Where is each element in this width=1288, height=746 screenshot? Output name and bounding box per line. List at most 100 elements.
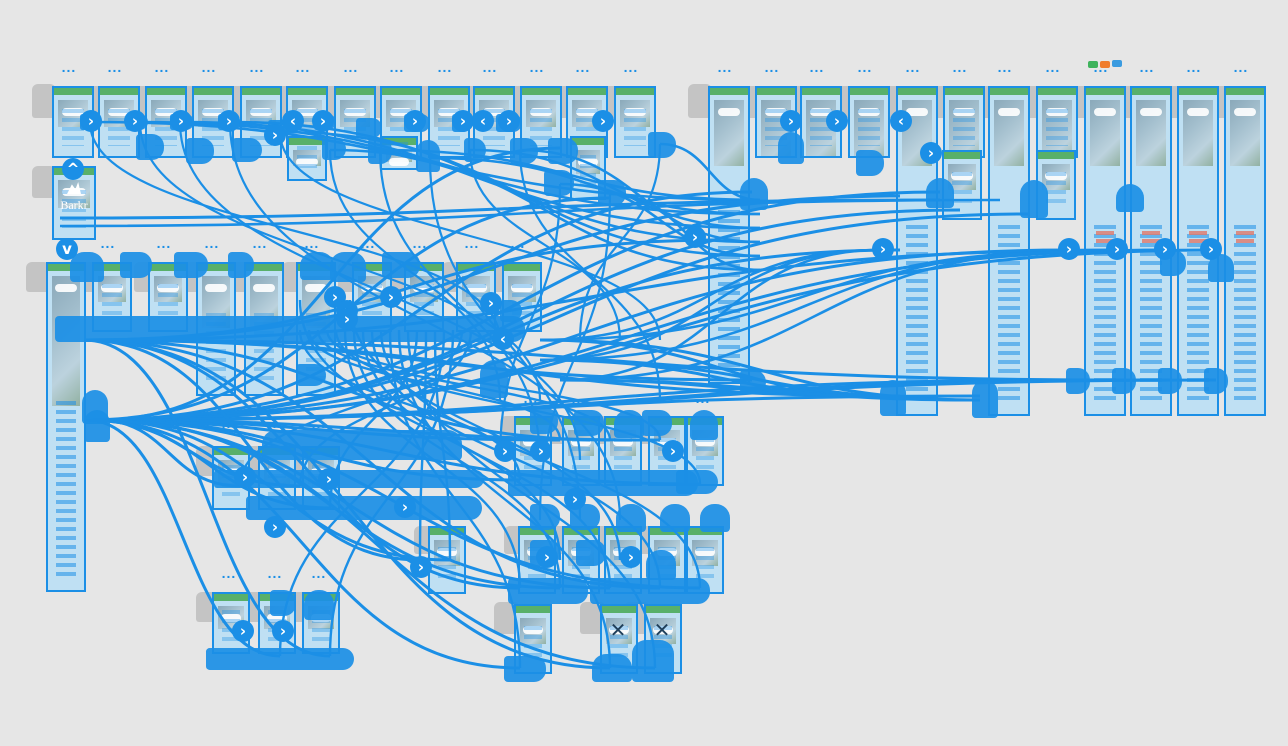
next-arrow-icon[interactable]: › [592, 110, 614, 132]
hotspot-connector[interactable] [508, 578, 588, 604]
next-arrow-icon[interactable]: › [1106, 238, 1128, 260]
frame-menu-ellipsis[interactable]: ... [311, 415, 327, 431]
hotspot-connector[interactable] [642, 410, 672, 436]
frame-menu-ellipsis[interactable]: ... [809, 59, 825, 75]
onboarding-sub-screen[interactable] [287, 136, 327, 181]
frame-menu-ellipsis[interactable]: ... [464, 235, 480, 251]
frame-menu-ellipsis[interactable]: ... [510, 235, 526, 251]
frame-menu-ellipsis[interactable]: ... [857, 59, 873, 75]
hotspot-connector[interactable] [548, 138, 578, 164]
hotspot-connector[interactable] [368, 138, 392, 164]
hotspot-connector[interactable] [186, 138, 214, 164]
frame-menu-ellipsis[interactable]: ... [613, 390, 629, 406]
hotspot-connector[interactable] [616, 504, 646, 532]
frame-menu-ellipsis[interactable]: ... [1139, 59, 1155, 75]
hotspot-connector[interactable] [84, 410, 110, 442]
close-icon[interactable]: ✕ [653, 618, 671, 642]
next-arrow-icon[interactable]: › [218, 110, 240, 132]
hotspot-connector[interactable] [926, 178, 954, 208]
hotspot-connector[interactable] [1204, 368, 1228, 394]
hotspot-connector[interactable] [262, 430, 462, 460]
frame-menu-ellipsis[interactable]: ... [204, 235, 220, 251]
next-arrow-icon[interactable]: › [536, 546, 558, 568]
next-arrow-icon[interactable]: › [530, 440, 552, 462]
next-arrow-icon[interactable]: › [480, 292, 502, 314]
next-arrow-icon[interactable]: › [272, 620, 294, 642]
hotspot-connector[interactable] [1020, 180, 1048, 218]
hotspot-connector[interactable] [55, 316, 525, 342]
next-arrow-icon[interactable]: › [336, 308, 358, 330]
hotspot-connector[interactable] [480, 360, 508, 398]
frame-menu-ellipsis[interactable]: ... [201, 59, 217, 75]
hotspot-connector[interactable] [246, 496, 482, 520]
next-arrow-icon[interactable]: › [234, 466, 256, 488]
frame-menu-ellipsis[interactable]: ... [107, 59, 123, 75]
next-arrow-icon[interactable]: › [872, 238, 894, 260]
hotspot-connector[interactable] [598, 180, 626, 206]
hotspot-connector[interactable] [544, 170, 574, 196]
frame-menu-ellipsis[interactable]: ... [412, 235, 428, 251]
hotspot-connector[interactable] [1112, 368, 1136, 394]
frame-menu-ellipsis[interactable]: ... [221, 415, 237, 431]
next-arrow-icon[interactable]: › [264, 124, 286, 146]
next-arrow-icon[interactable]: › [232, 620, 254, 642]
back-arrow-icon[interactable]: ‹ [890, 110, 912, 132]
frame-menu-ellipsis[interactable]: ... [437, 59, 453, 75]
frame-menu-ellipsis[interactable]: ... [267, 565, 283, 581]
hotspot-connector[interactable] [530, 408, 558, 434]
hotspot-connector[interactable] [648, 132, 676, 158]
frame-menu-ellipsis[interactable]: ... [252, 235, 268, 251]
next-arrow-icon[interactable]: › [662, 440, 684, 462]
hotspot-connector[interactable] [880, 380, 906, 416]
next-arrow-icon[interactable]: › [780, 110, 802, 132]
next-arrow-icon[interactable]: › [410, 556, 432, 578]
next-arrow-icon[interactable]: › [494, 440, 516, 462]
hotspot-connector[interactable] [1116, 184, 1144, 212]
back-arrow-icon[interactable]: ‹ [282, 110, 304, 132]
hotspot-connector[interactable] [228, 252, 254, 278]
hotspot-connector[interactable] [214, 470, 484, 488]
hotspot-connector[interactable] [322, 138, 346, 160]
chevron-up-icon[interactable]: ^ [62, 158, 84, 180]
frame-menu-ellipsis[interactable]: ... [389, 59, 405, 75]
hotspot-connector[interactable] [690, 410, 718, 440]
hotspot-connector[interactable] [660, 504, 690, 532]
hotspot-connector[interactable] [508, 470, 698, 496]
frame-menu-ellipsis[interactable]: ... [295, 59, 311, 75]
next-arrow-icon[interactable]: › [318, 468, 340, 490]
orange-badge[interactable] [1100, 61, 1110, 68]
hotspot-connector[interactable] [646, 550, 676, 580]
frame-menu-ellipsis[interactable]: ... [695, 390, 711, 406]
next-arrow-icon[interactable]: › [498, 110, 520, 132]
frame-menu-ellipsis[interactable]: ... [267, 415, 283, 431]
hotspot-connector[interactable] [778, 132, 804, 164]
next-arrow-icon[interactable]: › [380, 286, 402, 308]
frame-menu-ellipsis[interactable]: ... [343, 59, 359, 75]
frame-menu-ellipsis[interactable]: ... [311, 565, 327, 581]
next-arrow-icon[interactable]: › [920, 142, 942, 164]
hotspot-connector[interactable] [416, 140, 440, 172]
blue-badge[interactable] [1112, 60, 1122, 67]
frame-menu-ellipsis[interactable]: ... [100, 235, 116, 251]
hotspot-connector[interactable] [574, 410, 604, 436]
chat-screen[interactable] [848, 86, 890, 158]
hotspot-connector[interactable] [304, 590, 334, 620]
next-arrow-icon[interactable]: › [124, 110, 146, 132]
frame-menu-ellipsis[interactable]: ... [529, 59, 545, 75]
frame-menu-ellipsis[interactable]: ... [523, 390, 539, 406]
hotspot-connector[interactable] [856, 150, 884, 176]
hotspot-connector[interactable] [500, 300, 522, 322]
hotspot-connector[interactable] [504, 656, 546, 682]
hotspot-connector[interactable] [632, 640, 674, 682]
chevron-down-icon[interactable]: v [56, 238, 78, 260]
hotspot-connector[interactable] [382, 252, 420, 278]
frame-menu-ellipsis[interactable]: ... [1045, 59, 1061, 75]
hotspot-connector[interactable] [296, 364, 326, 386]
close-icon[interactable]: ✕ [609, 618, 627, 642]
hotspot-connector[interactable] [300, 252, 334, 280]
hotspot-connector[interactable] [136, 134, 164, 160]
frame-menu-ellipsis[interactable]: ... [571, 390, 587, 406]
frame-menu-ellipsis[interactable]: ... [623, 59, 639, 75]
hotspot-connector[interactable] [510, 138, 538, 164]
